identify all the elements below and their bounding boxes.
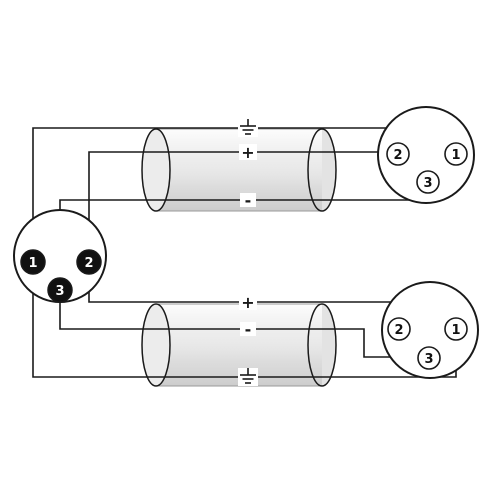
svg-text:1: 1 — [28, 256, 37, 271]
lower-ground-symbol — [238, 368, 258, 386]
lower-plus-label: + — [241, 293, 254, 312]
left-pin-1: 1 — [20, 249, 46, 275]
left-pin-3: 3 — [47, 277, 73, 303]
svg-text:3: 3 — [423, 176, 432, 191]
lower-cable-shield — [141, 303, 337, 387]
left-male-connector: 1 2 3 — [13, 209, 107, 303]
cold-wire-lower — [59, 288, 428, 358]
upper-pin-1: 1 — [444, 142, 468, 166]
upper-plus-label: + — [241, 143, 254, 162]
svg-text:1: 1 — [451, 148, 460, 163]
upper-female-connector: 2 1 3 — [377, 106, 475, 204]
lower-pin-1: 1 — [444, 317, 468, 341]
svg-text:3: 3 — [55, 284, 64, 299]
lower-female-connector: 2 1 3 — [381, 281, 479, 379]
left-pin-2: 2 — [76, 249, 102, 275]
svg-text:2: 2 — [84, 256, 93, 271]
upper-pin-2: 2 — [386, 142, 410, 166]
lower-minus-label: - — [245, 320, 252, 339]
lower-pin-2: 2 — [387, 317, 411, 341]
svg-text:2: 2 — [393, 148, 402, 163]
upper-cable-shield — [141, 128, 337, 212]
svg-text:3: 3 — [424, 352, 433, 367]
upper-ground-symbol — [238, 119, 258, 137]
lower-pin-3: 3 — [417, 346, 441, 370]
upper-minus-label: - — [245, 191, 252, 210]
svg-text:2: 2 — [394, 323, 403, 338]
svg-text:1: 1 — [451, 323, 460, 338]
upper-pin-3: 3 — [416, 170, 440, 194]
